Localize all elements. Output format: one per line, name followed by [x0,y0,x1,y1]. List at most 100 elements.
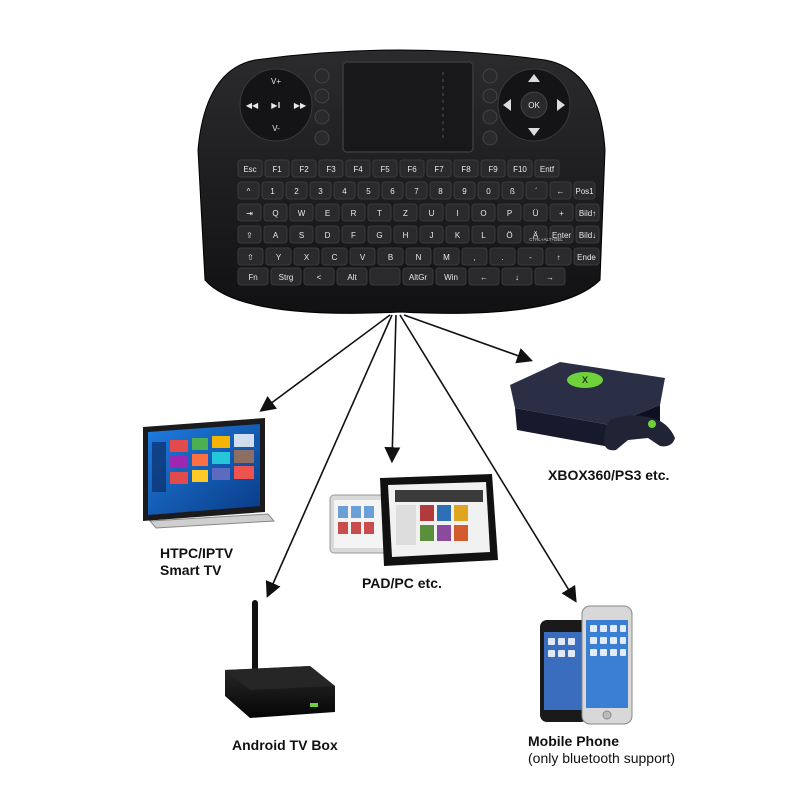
key-label: Z [403,209,408,218]
key [318,159,344,178]
key [341,203,366,222]
key [293,247,320,266]
key [497,203,522,222]
key-label: G [376,231,382,240]
key-label: Ü [533,209,539,218]
key-label: D [325,231,331,240]
key [285,181,308,200]
key-label: F7 [434,165,444,174]
key-label: Y [276,253,282,262]
android-tv-box-illustration [225,600,335,718]
key [270,267,302,286]
key-label: Q [272,209,278,218]
tablet-illustration [329,474,498,566]
key-label: S [299,231,304,240]
key-label: → [546,273,554,282]
key-label: - [529,253,532,262]
enter-sublabel: CTRL+ALT+DEL [529,237,563,242]
key-label: Bild↑ [579,209,596,218]
key [393,203,418,222]
key [489,247,516,266]
key [575,225,600,244]
key-label: H [403,231,409,240]
phone-label-line2: (only bluetooth support) [528,750,676,766]
key [333,181,356,200]
key [263,225,288,244]
key-label: F5 [380,165,390,174]
key [545,247,572,266]
rewind-icon: ◀◀ [246,101,259,110]
key [523,225,548,244]
key [549,225,574,244]
key-label: B [388,253,393,262]
tv-label: HTPC/IPTV Smart TV [160,545,233,579]
phone-label-line1: Mobile Phone [528,733,619,749]
key [517,247,544,266]
key [291,159,317,178]
key-label: ⇧ [247,253,254,262]
key-label: E [325,209,330,218]
key-label: F [351,231,356,240]
key-label: F6 [407,165,417,174]
key-label: Ä [533,231,539,240]
tv-label-line1: HTPC/IPTV [160,545,234,561]
key [309,181,332,200]
key [237,225,262,244]
key-label: F3 [326,165,336,174]
key-label: 3 [318,187,323,196]
media-dpad [239,68,313,142]
key [402,267,434,286]
key-label: N [416,253,422,262]
ok-label: OK [528,101,540,110]
touchpad [342,61,474,153]
key-label: Pos1 [575,187,594,196]
key [471,225,496,244]
key [477,181,500,200]
key [549,203,574,222]
key [573,247,600,266]
key-label: W [298,209,306,218]
phone-label: Mobile Phone (only bluetooth support) [528,733,675,767]
key [341,225,366,244]
key-label: V [360,253,366,262]
key [507,159,533,178]
key [289,225,314,244]
key-label: , [473,253,475,262]
key [501,181,524,200]
key-label: P [507,209,512,218]
key-label: Bild↓ [579,231,596,240]
key [349,247,376,266]
key [525,181,548,200]
key [497,225,522,244]
key-label: J [430,231,434,240]
key-label: ← [557,187,565,196]
key [575,203,600,222]
key [419,203,444,222]
tv-label-line2: Smart TV [160,562,222,578]
key [453,159,479,178]
key [367,225,392,244]
key-label: F1 [272,165,282,174]
key [573,181,596,200]
key-label: Ende [577,253,596,262]
key-label: ↓ [515,273,519,282]
key-label: AltGr [409,273,428,282]
key [381,181,404,200]
key-label: 4 [342,187,347,196]
key-label: L [481,231,486,240]
key-label: ↑ [557,253,561,262]
key [289,203,314,222]
key [445,225,470,244]
key-label: M [443,253,450,262]
key [461,247,488,266]
key-label: F8 [461,165,471,174]
key-label: R [351,209,357,218]
key [523,203,548,222]
key-label: T [377,209,382,218]
key-label: Esc [243,165,256,174]
key [369,267,401,286]
connection-arrows [259,314,577,603]
svg-text:X: X [582,375,588,385]
